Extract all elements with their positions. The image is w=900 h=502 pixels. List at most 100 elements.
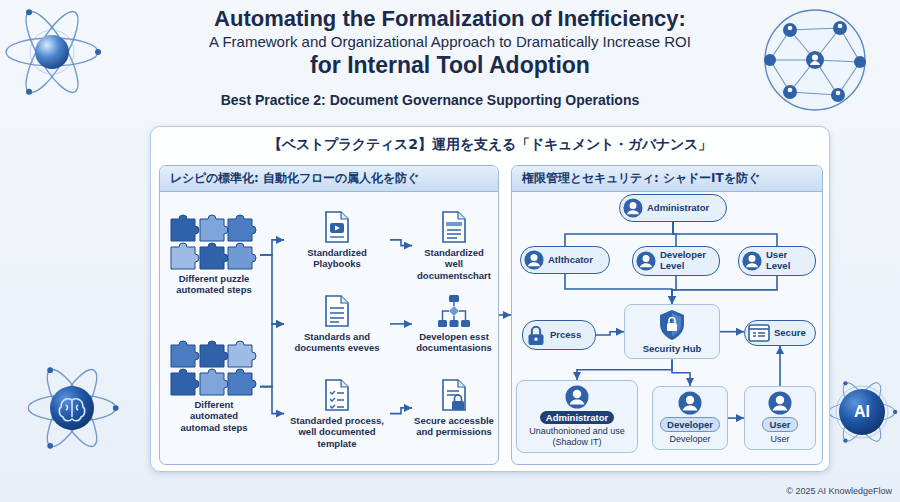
node-label: Standardized well documentschart (414, 247, 494, 281)
graphic-part (443, 212, 465, 242)
node-icon (170, 214, 258, 270)
graphic-part (443, 380, 465, 410)
graphic-part (171, 341, 199, 367)
graphic-part (532, 327, 540, 335)
copyright: © 2025 AI KnowledgeFlow (700, 486, 892, 496)
graphic-part (447, 230, 461, 238)
subtitle: for Internal Tool Adoption (0, 52, 900, 78)
graphic-part (326, 296, 348, 326)
graphic-part (326, 212, 348, 242)
graphic-part (439, 210, 469, 244)
graphic-part (838, 24, 843, 29)
graphic-part (657, 309, 687, 341)
graphic-part (341, 212, 348, 219)
graphic-part (171, 243, 199, 269)
connector (390, 240, 412, 246)
section-panel: 権限管理とセキュリティ: シャドーITを防ぐAdministratorAtlth… (511, 165, 823, 465)
graphic-part (565, 385, 589, 409)
node-icon (437, 294, 471, 328)
graphic-part (770, 28, 860, 95)
role-pill: Administrator (619, 194, 727, 222)
node-label: Security Hub (643, 343, 702, 354)
graphic-part (449, 295, 459, 302)
graphic-part (812, 55, 818, 61)
graphic-part (686, 396, 694, 404)
graphic-part (748, 324, 770, 342)
graphic-part (768, 391, 792, 415)
graphic-part (524, 250, 544, 270)
graphic-part (742, 251, 761, 270)
role-pill: User Level (738, 246, 816, 276)
graphic-part (326, 380, 348, 410)
node-icon (322, 294, 352, 328)
label-box: © 2025 AI KnowledgeFlow (700, 486, 892, 496)
node-label: Standards and documents eveves (286, 331, 388, 354)
graphic-part (50, 386, 94, 430)
node-label: Prcess (550, 330, 581, 341)
connector (596, 332, 624, 335)
graphic-part (683, 406, 698, 411)
document-item: Developen esst documentasions (412, 292, 496, 356)
graphic-part (529, 334, 544, 345)
graphic-part (171, 215, 199, 241)
connector (260, 387, 284, 414)
role-pill: Developer Level (632, 246, 720, 276)
connector (672, 276, 777, 304)
graphic-part (764, 10, 866, 110)
graphic-part (623, 198, 643, 218)
label-box: AI (838, 403, 886, 421)
graphic-part (806, 51, 824, 69)
graphic-part (764, 54, 776, 66)
graphic-part (59, 399, 84, 421)
graphic-part (764, 21, 866, 102)
graphic-part (35, 35, 69, 69)
graphic-part (455, 395, 462, 401)
connector (390, 323, 412, 325)
user-box: AdministratorUnauthonioned and use (Shad… (516, 380, 638, 453)
secure-box: Secure (744, 320, 816, 346)
node-note: Developer (669, 434, 710, 445)
label-box: Automating the Formalization of Ineffici… (0, 6, 900, 31)
node-label: Secure accessble and permissions (414, 415, 494, 438)
graphic-part (330, 223, 344, 233)
node-label: Different puzzle automated steps (170, 273, 258, 296)
node-icon (768, 391, 792, 415)
connector (672, 359, 690, 386)
graphic-part (341, 296, 348, 303)
user-box: DeveloperDeveloper (652, 386, 728, 450)
graphic-part (228, 215, 256, 241)
node-label: Different automated automad steps (170, 399, 258, 433)
role-pill: Atlthcator (520, 246, 610, 274)
graphic-part (753, 333, 765, 336)
connector (720, 331, 744, 333)
graphic-part (854, 56, 866, 68)
graphic-part (171, 369, 199, 395)
node-icon (636, 251, 656, 271)
node-label: Developer (660, 417, 720, 432)
graphic-part (337, 393, 344, 407)
node-label: Standardized Playbooks (286, 247, 388, 270)
graphic-part (330, 391, 335, 408)
document-item: Standards and documents eveves (284, 292, 390, 356)
graphic-part (341, 380, 348, 387)
graphic-part (228, 341, 256, 367)
subtitle: A Framework and Organizational Approach … (0, 33, 900, 50)
graphic-part (458, 380, 465, 387)
connector (260, 240, 284, 255)
graphic-part (534, 338, 537, 341)
graphic-part (66, 400, 78, 417)
node-label: Administrator (540, 411, 614, 424)
graphic-part (769, 392, 792, 415)
graphic-part (636, 251, 655, 270)
node-icon (170, 340, 258, 396)
label-box: for Internal Tool Adoption (0, 52, 900, 78)
connector (390, 408, 412, 414)
section-panel: レシピの標準化: 自動化フローの属人化を防ぐDifferent puzzle a… (159, 165, 499, 465)
graphic-part (228, 369, 256, 395)
graphic-part (776, 396, 784, 404)
connector (577, 359, 672, 380)
graphic-part (623, 198, 642, 217)
graphic-part (643, 255, 650, 262)
connector (673, 222, 676, 246)
node-icon (623, 198, 643, 218)
